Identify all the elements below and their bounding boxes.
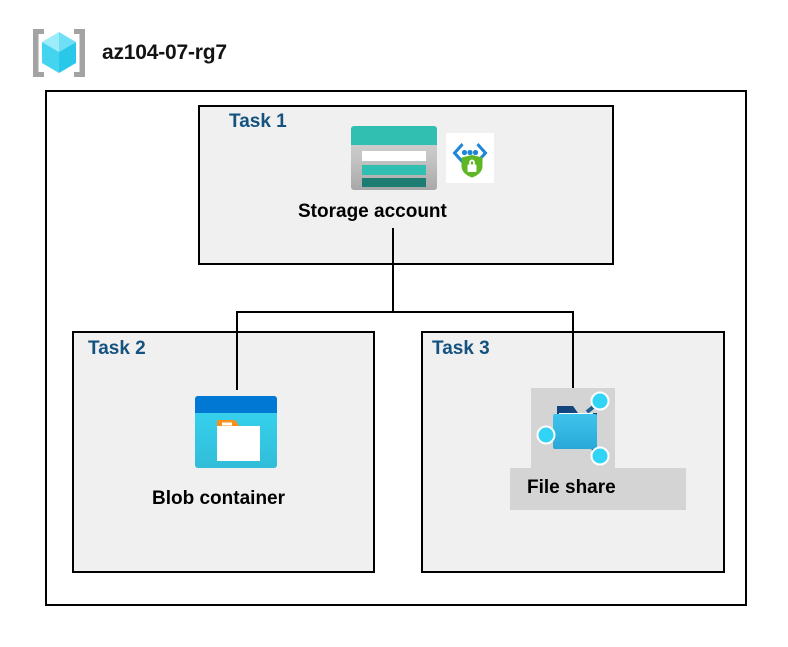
connector-to-file-share <box>572 311 574 395</box>
connector-to-blob-container <box>236 311 238 390</box>
file-share-icon <box>535 390 613 466</box>
storage-account-caption: Storage account <box>298 201 447 222</box>
connector-storage-stem <box>392 228 394 313</box>
resource-group-title: az104-07-rg7 <box>102 41 227 64</box>
task-1-label: Task 1 <box>229 111 287 132</box>
blob-container-icon <box>195 396 277 468</box>
resource-group-header: az104-07-rg7 <box>30 26 227 80</box>
resource-group-icon <box>30 26 88 80</box>
task-2-label: Task 2 <box>88 338 146 359</box>
task-3-label: Task 3 <box>432 338 490 359</box>
blob-container-caption: Blob container <box>152 488 286 509</box>
storage-account-icon <box>351 126 437 190</box>
file-share-label-highlight <box>510 468 686 510</box>
file-share-caption: File share <box>527 477 616 498</box>
secure-endpoint-icon <box>446 133 494 183</box>
connector-horizontal-bus <box>236 311 574 313</box>
